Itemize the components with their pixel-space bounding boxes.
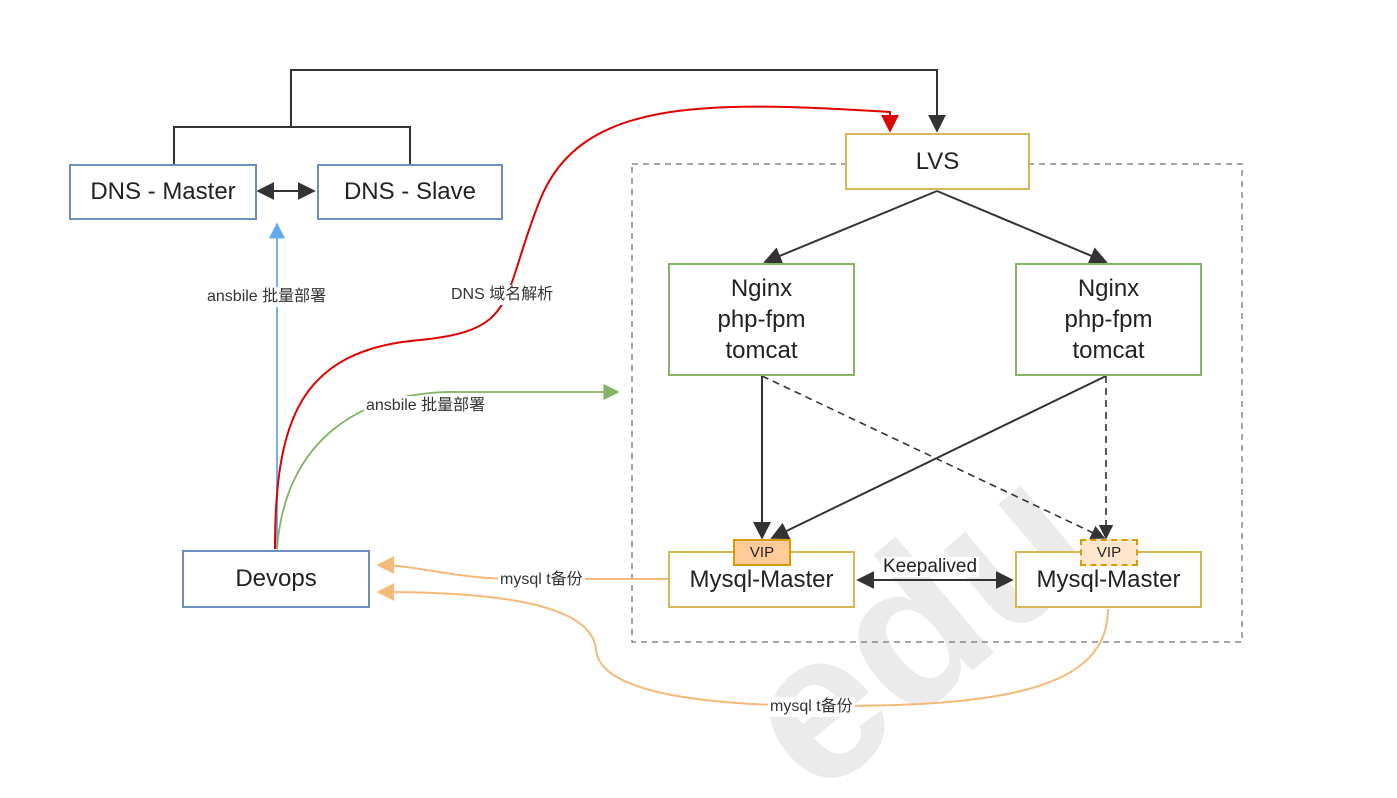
vip-badge-left: VIP — [733, 539, 791, 566]
edge-lvs-web-right — [936, 190, 1108, 265]
devops-node[interactable]: Devops — [182, 550, 370, 608]
devops-label: Devops — [235, 565, 317, 593]
edge-label-ansible-cluster: ansbile 批量部署 — [364, 396, 488, 416]
edge-webleft-mysqlright-dashed — [761, 375, 1106, 539]
web-server-left-node[interactable]: Nginx php-fpm tomcat — [668, 263, 855, 376]
web-server-right-node[interactable]: Nginx php-fpm tomcat — [1015, 263, 1202, 376]
dns-slave-label: DNS - Slave — [343, 178, 477, 206]
cluster-boundary — [631, 163, 1243, 643]
mysql-master-left-node[interactable]: Mysql-Master — [668, 551, 855, 608]
edge-label-keepalived: Keepalived — [881, 556, 980, 577]
edge-webright-mysqlleft — [770, 375, 1107, 540]
lvs-label: LVS — [915, 147, 960, 175]
edge-label-backup-left: mysql t备份 — [498, 570, 585, 590]
dns-master-label: DNS - Master — [90, 178, 236, 206]
edge-label-dns-resolve: DNS 域名解析 — [449, 285, 556, 305]
dns-slave-node[interactable]: DNS - Slave — [317, 164, 503, 220]
mysql-master-right-label: Mysql-Master — [1036, 565, 1181, 593]
edge-ansible-cluster — [276, 383, 620, 550]
edge-backup-right — [376, 583, 1109, 708]
web-server-right-label: Nginx php-fpm tomcat — [1064, 275, 1153, 364]
web-server-left-label: Nginx php-fpm tomcat — [717, 275, 806, 364]
mysql-master-left-label: Mysql-Master — [689, 565, 834, 593]
edge-label-backup-right: mysql t备份 — [768, 697, 855, 717]
edge-label-ansible-dns: ansbile 批量部署 — [205, 287, 329, 307]
dns-master-node[interactable]: DNS - Master — [69, 164, 257, 220]
lvs-node[interactable]: LVS — [845, 133, 1030, 190]
vip-badge-right: VIP — [1080, 539, 1138, 566]
edge-lvs-web-left — [763, 190, 938, 265]
edge-dns-to-lvs — [173, 69, 937, 164]
